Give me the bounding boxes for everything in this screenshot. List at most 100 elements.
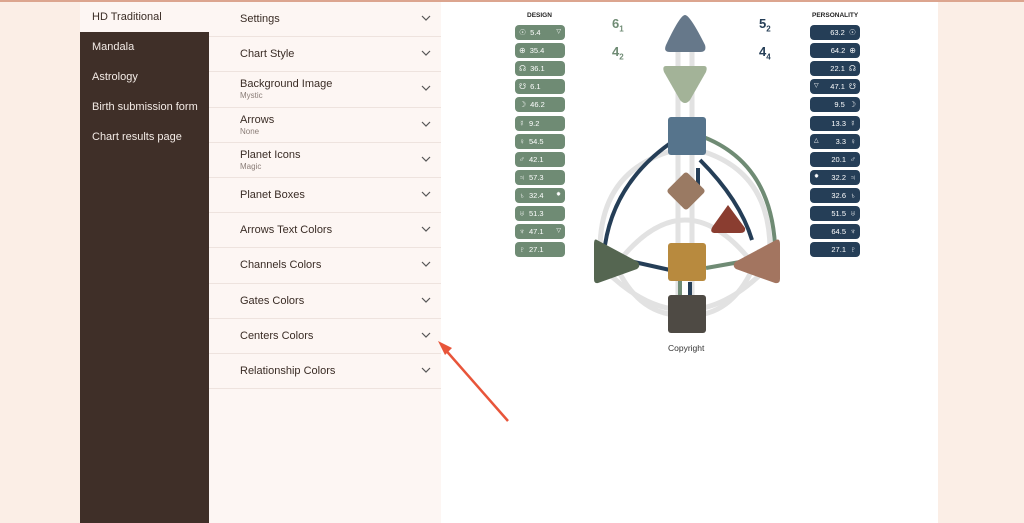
- personality-planet-box: 20.1♂: [810, 151, 860, 167]
- planet-icon: ♆: [850, 227, 856, 237]
- accordion-title: Centers Colors: [240, 329, 314, 342]
- planet-icon: ♀: [850, 136, 856, 146]
- planet-icon: ☉: [848, 28, 856, 37]
- planet-icon: ☋: [519, 82, 527, 92]
- gate-value: 64.5: [831, 227, 846, 237]
- chevron-down-icon[interactable]: [421, 330, 431, 340]
- design-planet-box: ☽46.2: [515, 97, 565, 113]
- gate-value: 32.4: [529, 190, 544, 200]
- personality-planet-box: 9.5☽: [810, 97, 860, 113]
- fixing-mark-icon: △: [814, 137, 819, 144]
- accordion-title: Planet Icons: [240, 148, 301, 161]
- design-label: DESIGN: [527, 12, 552, 19]
- gate-value: 47.1: [529, 227, 544, 237]
- throat-center: [668, 117, 706, 155]
- design-planet-box: ♃57.3: [515, 169, 565, 185]
- chevron-down-icon[interactable]: [421, 295, 431, 305]
- gate-value: 51.5: [831, 209, 846, 218]
- design-planet-box: ♀ 54.5: [515, 133, 565, 149]
- design-planet-box: ☋6.1: [515, 79, 565, 95]
- personality-profile-top: 52: [759, 16, 771, 34]
- planet-icon: ⊕: [849, 46, 856, 56]
- chevron-down-icon[interactable]: [421, 259, 431, 269]
- sacral-center: [668, 243, 706, 281]
- accordion-value: Mystic: [240, 91, 263, 101]
- chevron-down-icon[interactable]: [421, 48, 431, 58]
- planet-icon: ☊: [848, 64, 856, 74]
- gate-value: 57.3: [529, 172, 544, 182]
- accordion-title: Planet Boxes: [240, 189, 305, 202]
- sidebar-item-birth-submission-form[interactable]: Birth submission form: [92, 101, 198, 113]
- head-center: [665, 15, 706, 52]
- planet-icon: ♅: [519, 209, 525, 218]
- planet-icon: ♇: [519, 245, 525, 255]
- gate-value: 51.3: [529, 209, 544, 218]
- accordion-channels-colors[interactable]: Channels Colors: [209, 248, 441, 284]
- pointer-arrow: [442, 346, 509, 422]
- planet-icon: ☿: [519, 118, 525, 128]
- chevron-down-icon[interactable]: [421, 119, 431, 129]
- top-border: [0, 0, 1024, 2]
- design-planet-box: ♂42.1: [515, 151, 565, 167]
- personality-label: PERSONALITY: [812, 12, 859, 19]
- personality-planet-box: 64.5 ♆: [810, 224, 860, 240]
- fixing-mark-icon: ▽: [556, 29, 561, 35]
- planet-icon: ♅: [850, 209, 856, 218]
- g-center: [667, 172, 705, 210]
- accordion-title: Background Image: [240, 78, 333, 91]
- gate-value: 35.4: [529, 46, 545, 56]
- chevron-down-icon[interactable]: [421, 365, 431, 375]
- accordion-title: Chart Style: [240, 48, 295, 61]
- personality-planet-box: △3.3♀: [810, 133, 860, 149]
- planet-icon: ☉: [519, 28, 527, 37]
- accordion-value: None: [240, 126, 260, 136]
- gate-value: 5.4: [530, 28, 541, 37]
- planet-icon: ☽: [519, 100, 527, 110]
- accordion-centers-colors[interactable]: Centers Colors: [209, 319, 441, 354]
- accordion-title: Arrows Text Colors: [240, 224, 333, 237]
- planet-icon: ♄: [850, 190, 856, 200]
- accordion-relationship-colors[interactable]: Relationship Colors: [209, 354, 441, 390]
- accordion-arrows-text-colors[interactable]: Arrows Text Colors: [209, 213, 441, 249]
- sidebar-item-chart-results-page[interactable]: Chart results page: [92, 131, 182, 143]
- heart-center: [711, 205, 746, 233]
- personality-planet-box: 13.3☿: [810, 115, 860, 131]
- chevron-down-icon[interactable]: [421, 13, 431, 23]
- sidebar-item-astrology[interactable]: Astrology: [92, 71, 138, 83]
- planet-icon: ♃: [850, 172, 856, 182]
- chevron-down-icon[interactable]: [421, 224, 431, 234]
- spleen-center: [594, 239, 640, 284]
- personality-planet-box: 22.1☊: [810, 61, 860, 77]
- planet-icon: ☿: [850, 118, 856, 128]
- chevron-down-icon[interactable]: [421, 154, 431, 164]
- planet-icon: ♄: [519, 190, 525, 200]
- design-planet-box: ♅ 51.3: [515, 206, 565, 221]
- ajna-center: [663, 66, 707, 103]
- gate-value: 9.5: [834, 100, 845, 110]
- chevron-down-icon[interactable]: [421, 83, 431, 93]
- design-profile-top: 61: [612, 16, 624, 34]
- accordion-chart-style[interactable]: Chart Style: [209, 37, 441, 73]
- accordion-planet-boxes[interactable]: Planet Boxes: [209, 178, 441, 214]
- fixing-mark-icon: ✸: [814, 173, 820, 180]
- chevron-down-icon[interactable]: [421, 189, 431, 199]
- sidebar-item-hd-traditional[interactable]: HD Traditional: [80, 2, 209, 32]
- gate-value: 54.5: [529, 136, 544, 146]
- fixing-mark-icon: ▽: [556, 228, 561, 235]
- accordion-settings[interactable]: Settings: [209, 2, 441, 38]
- design-planet-box: ♆47.1▽: [515, 224, 565, 240]
- sidebar-item-mandala[interactable]: Mandala: [92, 41, 135, 53]
- planet-icon: ♀: [519, 136, 525, 146]
- gate-value: 6.1: [530, 82, 541, 92]
- accordion-gates-colors[interactable]: Gates Colors: [209, 284, 441, 319]
- gate-value: 36.1: [530, 64, 545, 74]
- accordion-value: Magic: [240, 161, 262, 171]
- personality-planet-box: 63.2☉: [810, 25, 860, 40]
- accordion-title: Settings: [240, 13, 280, 26]
- gate-value: 32.2: [831, 172, 846, 182]
- gate-value: 32.6: [831, 190, 846, 200]
- design-planet-box: ☊36.1: [515, 61, 565, 77]
